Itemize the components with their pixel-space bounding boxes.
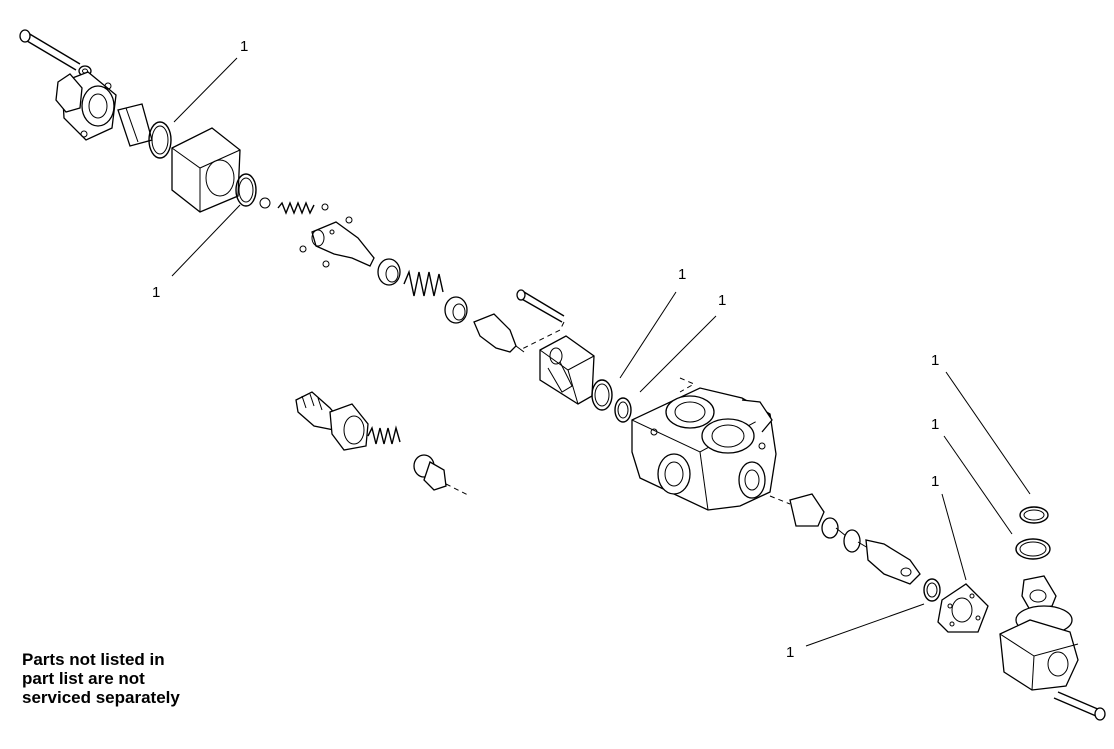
- callout-1-valve-o-ring-b: 1: [639, 292, 726, 393]
- callout-1-gasket: 1: [931, 473, 967, 581]
- detent-spring: [277, 201, 315, 215]
- spring-seat: [444, 296, 468, 324]
- mounting-bracket: [539, 335, 595, 405]
- callout-number: 1: [152, 284, 160, 301]
- end-cover-housing: [999, 575, 1079, 691]
- callout-number: 1: [240, 38, 248, 55]
- o-ring: [148, 121, 172, 159]
- callout-number: 1: [931, 352, 939, 369]
- callout-1-cover-o-ring-small: 1: [931, 352, 1031, 495]
- detent-balls-set: [299, 203, 353, 268]
- callout-1-upper-o-ring: 1: [173, 38, 248, 123]
- detent-ball: [259, 197, 271, 209]
- o-ring: [923, 578, 941, 602]
- callout-1-spool-o-ring: 1: [786, 603, 925, 661]
- end-cap-housing: [55, 71, 117, 141]
- bracket-bolt: [516, 289, 565, 323]
- cover-gasket: [937, 583, 989, 633]
- callout-number: 1: [786, 644, 794, 661]
- spool-end-adapter: [473, 313, 525, 353]
- parts-note: Parts not listed in part list are not se…: [22, 650, 180, 707]
- note-line: serviced separately: [22, 688, 180, 707]
- spring-seat: [377, 258, 401, 286]
- note-line: Parts not listed in: [22, 650, 165, 669]
- centering-spring: [403, 269, 444, 297]
- callout-number: 1: [678, 266, 686, 283]
- cover-bolt: [1053, 691, 1106, 721]
- spring-housing-block: [171, 127, 241, 213]
- callout-1-cover-o-ring-large: 1: [931, 416, 1013, 535]
- callout-number: 1: [718, 292, 726, 309]
- callout-number: 1: [931, 473, 939, 490]
- note-line: part list are not: [22, 669, 145, 688]
- detent-spool: [311, 221, 375, 267]
- o-ring: [1019, 506, 1049, 524]
- o-ring: [235, 173, 257, 207]
- valve-body: [631, 387, 777, 511]
- o-ring: [614, 397, 632, 423]
- end-cap-bolt: [19, 29, 92, 77]
- spool-sleeve: [117, 103, 153, 147]
- relief-valve-cartridge: [295, 391, 471, 497]
- callout-number: 1: [931, 416, 939, 433]
- o-ring: [591, 379, 613, 411]
- callout-1-valve-o-ring-a: 1: [619, 266, 686, 379]
- callout-1-left-o-ring: 1: [152, 204, 241, 301]
- main-spool: [769, 493, 921, 585]
- o-ring: [1015, 538, 1051, 560]
